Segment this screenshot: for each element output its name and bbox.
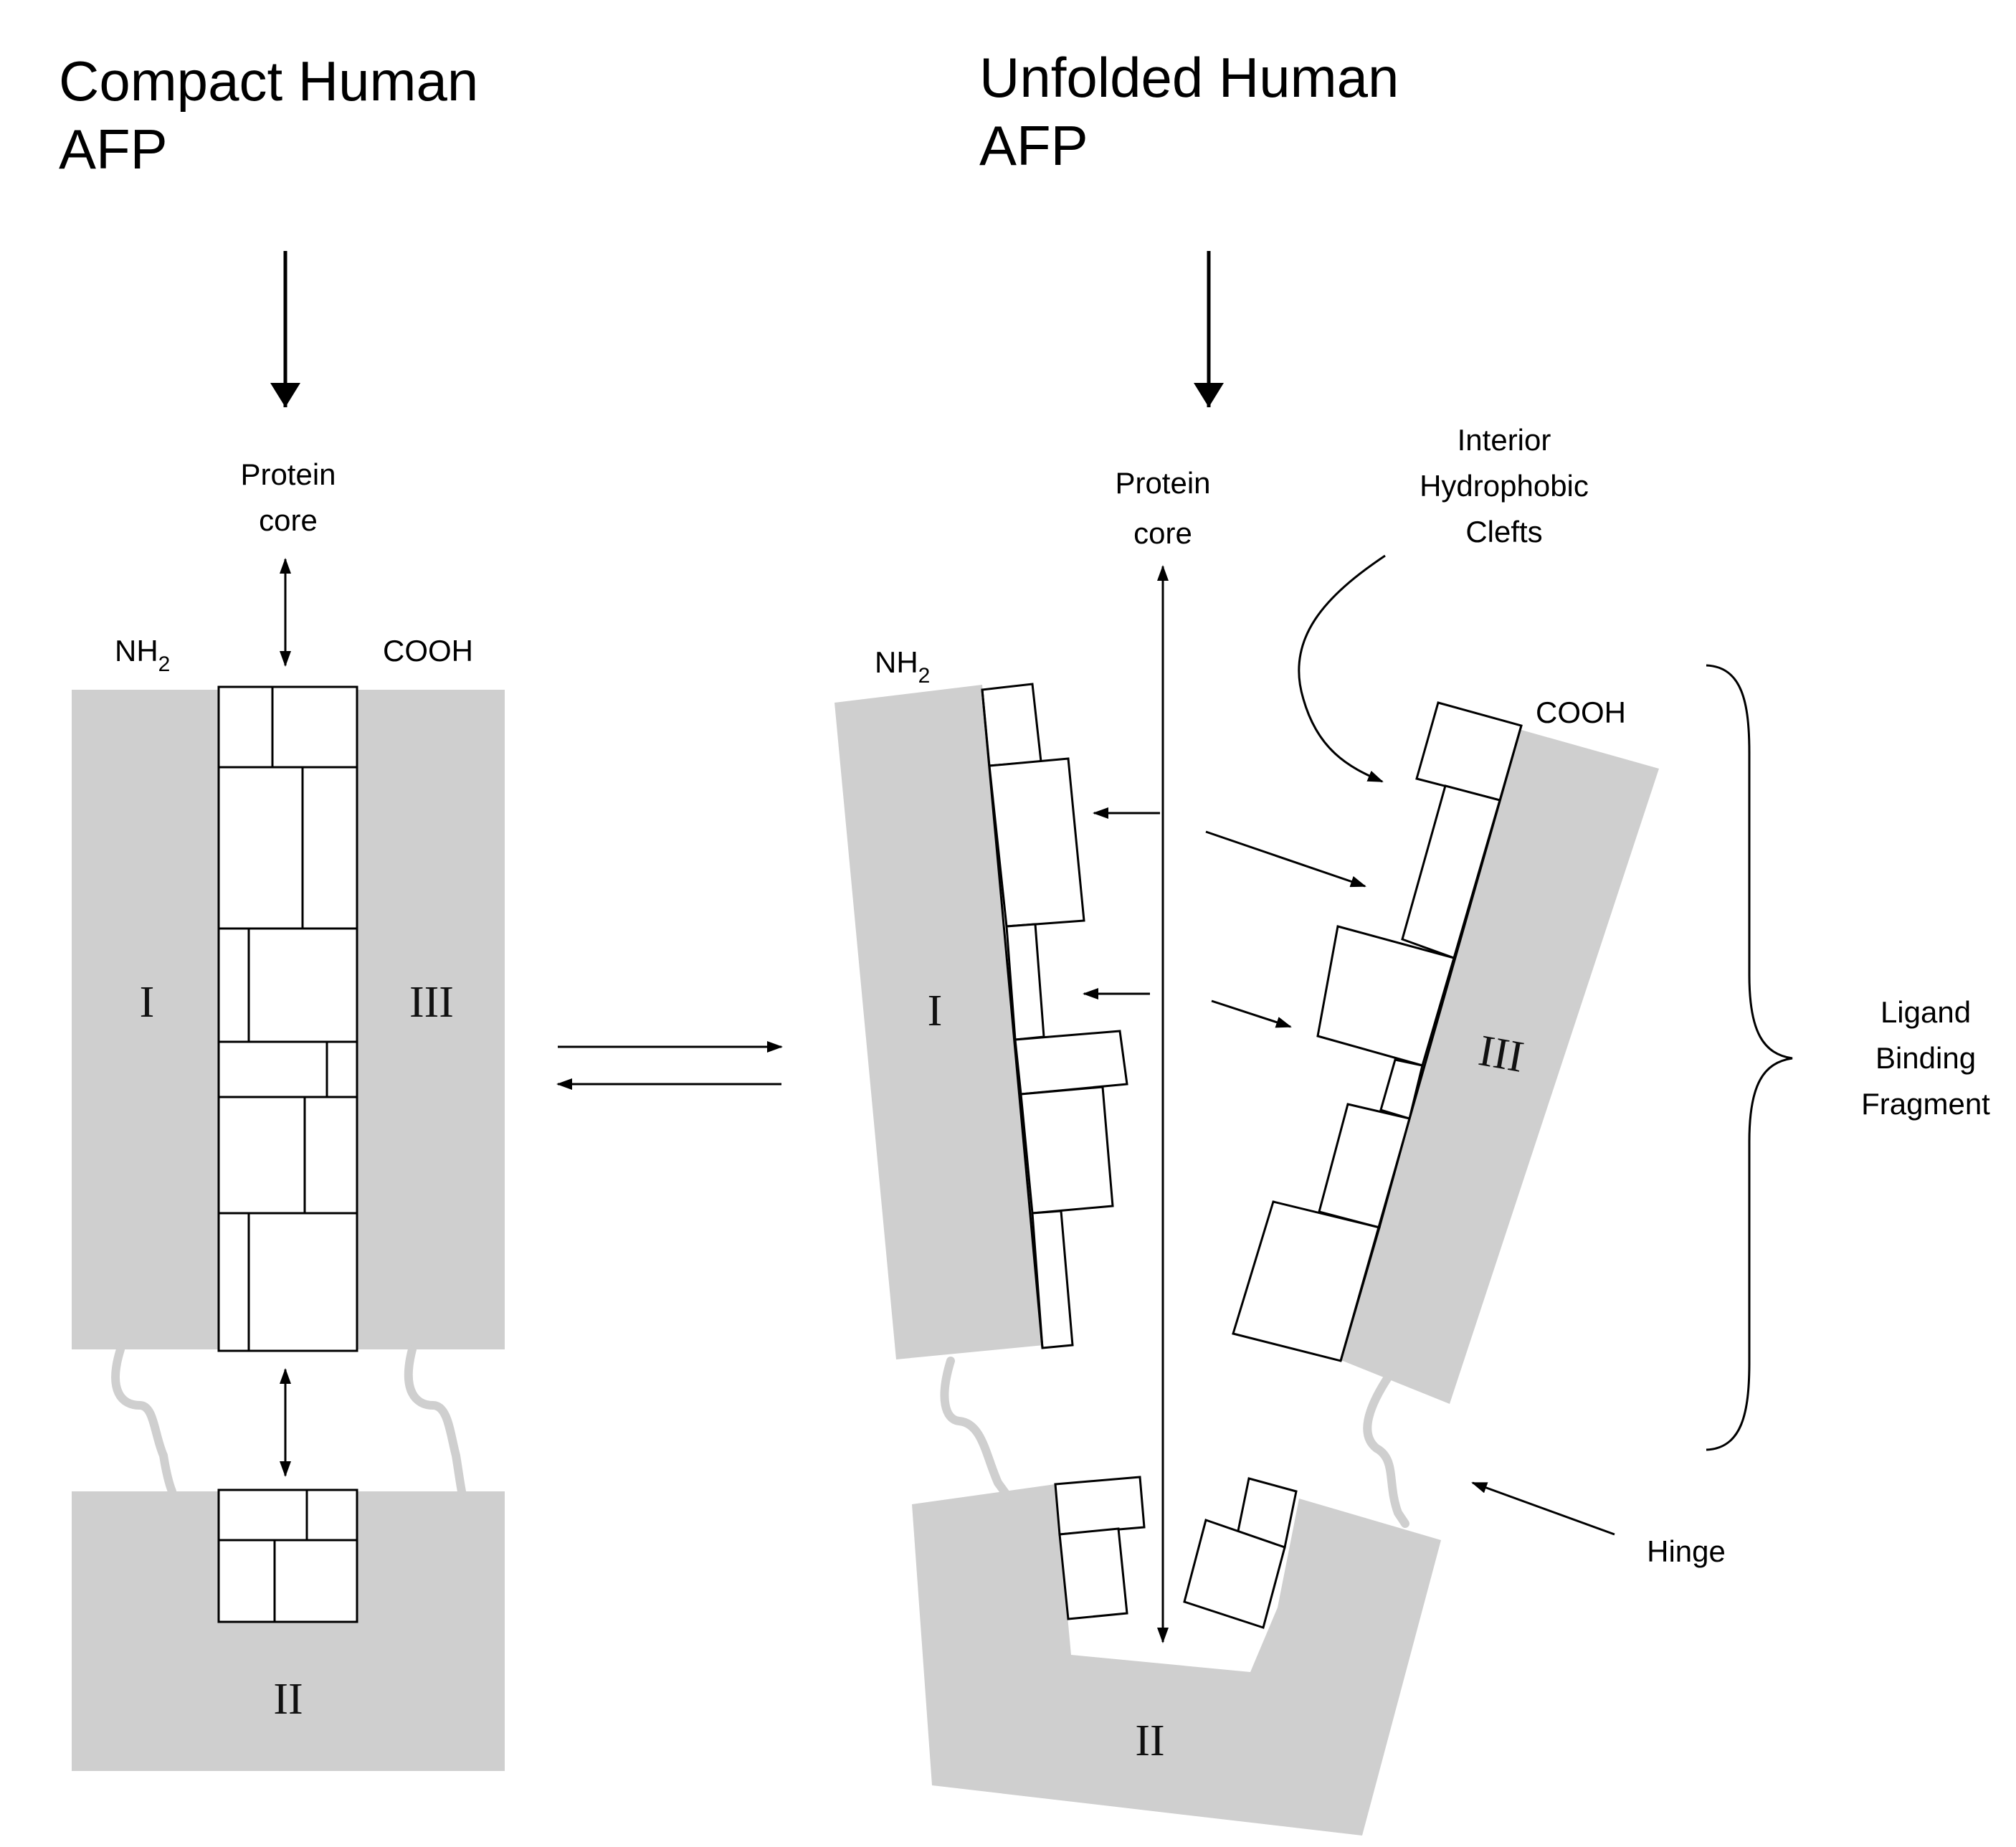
compact-cooh-label: COOH [383,634,473,668]
unfolded-domain-1 [835,685,1044,1359]
compact-linker-right [404,1345,466,1496]
unfolded-domain1-edge [981,689,1044,1349]
unfolded-core-label-line1: Protein [1115,466,1210,500]
ligand-label-line3: Fragment [1861,1087,1990,1121]
unfolded-core-domain3 [1232,701,1523,1362]
unfolded-domain-2 [912,1484,1441,1836]
compact-linker-left [111,1345,176,1496]
unfolded-linker-right [1363,1371,1409,1528]
cleft-arrow-4 [1211,1000,1292,1028]
unfolded-title-line2: AFP [979,114,1088,177]
compact-nh2-label: NH2 [115,634,170,676]
unfolded-core-domain2 [1054,1476,1298,1629]
cleft-arrow-2 [1205,830,1366,888]
unfolded-domain-3 [1339,730,1659,1404]
unfolded-domain-1-label: I [928,987,943,1035]
unfolded-linker-left [940,1357,1012,1500]
compact-title-line1: Compact Human [59,49,478,113]
hinge-label: Hinge [1647,1534,1726,1568]
clefts-label-line2: Hydrophobic [1420,469,1589,503]
ligand-label-line2: Binding [1875,1041,1976,1075]
unfolded-cooh-label: COOH [1536,695,1626,729]
unfolded-core-domain1 [981,683,1128,1349]
unfolded-domain3-edge [1339,725,1523,1362]
ligand-brace [1706,664,1793,1451]
hinge-arrow [1471,1481,1615,1536]
clefts-label-line1: Interior [1458,423,1551,457]
ligand-label-line1: Ligand [1881,995,1971,1029]
unfolded-core-label-line2: core [1133,516,1192,550]
clefts-curved-arrow [1298,554,1386,783]
compact-domain-3-label: III [409,978,454,1027]
unfolded-title-line1: Unfolded Human [979,46,1399,109]
compact-core-column [217,685,358,1352]
unfolded-domain-2-label: II [1135,1717,1164,1765]
compact-core-domain2 [217,1488,358,1623]
equilibrium-arrows [556,1041,783,1090]
compact-domain-1-label: I [140,978,155,1027]
compact-title-line2: AFP [59,118,168,181]
compact-core-label-line2: core [259,503,318,537]
compact-panel: Compact Human AFP Protein core NH2 COOH [59,49,505,1771]
clefts-label-line3: Clefts [1465,515,1542,549]
unfolded-domain-3-label: III [1475,1026,1528,1082]
compact-core-label-line1: Protein [240,457,336,491]
unfolded-panel: Unfolded Human AFP Protein core Interior… [835,46,1990,1836]
compact-domain-2-label: II [273,1675,303,1724]
unfolded-nh2-label: NH2 [875,645,930,688]
